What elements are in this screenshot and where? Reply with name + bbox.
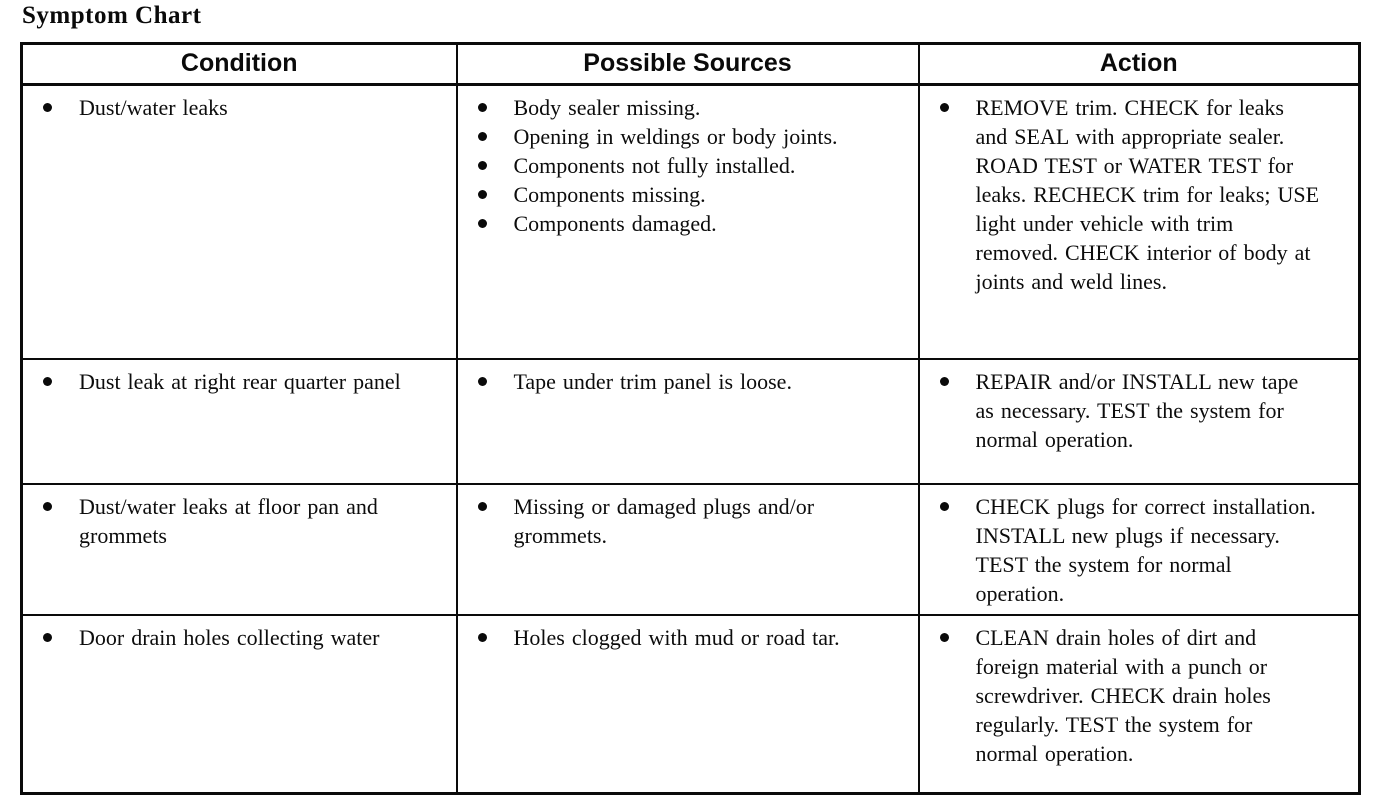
bullet-item: Tape under trim panel is loose. bbox=[458, 367, 880, 396]
condition-cell: Dust/water leaks bbox=[20, 83, 458, 360]
bullet-item: Dust/water leaks at floor pan and gromme… bbox=[23, 492, 418, 550]
sources-cell: Missing or damaged plugs and/or grommets… bbox=[455, 482, 920, 616]
bullet-list: REPAIR and/or INSTALL new tape as necess… bbox=[920, 367, 1321, 454]
bullet-list: Dust/water leaks at floor pan and gromme… bbox=[23, 492, 418, 550]
bullet-icon bbox=[477, 376, 487, 386]
sources-text: Opening in weldings or body joints. bbox=[513, 124, 838, 149]
table-row: Dust/water leaks Body sealer missing. Open… bbox=[20, 83, 1361, 360]
bullet-list: CLEAN drain holes of dirt and foreign ma… bbox=[920, 623, 1321, 768]
bullet-list: REMOVE trim. CHECK for leaks and SEAL wi… bbox=[920, 93, 1321, 296]
condition-text: Dust leak at right rear quarter panel bbox=[79, 368, 401, 394]
bullet-list: Tape under trim panel is loose. bbox=[458, 367, 880, 396]
bullet-list: CHECK plugs for correct installation. IN… bbox=[920, 492, 1321, 608]
sources-text: Components missing. bbox=[513, 182, 706, 207]
symptom-chart-table: Condition Possible Sources Action Dust/w… bbox=[20, 42, 1361, 795]
bullet-icon bbox=[477, 501, 487, 511]
bullet-item: CLEAN drain holes of dirt and foreign ma… bbox=[920, 623, 1321, 768]
condition-cell: Dust/water leaks at floor pan and gromme… bbox=[20, 482, 458, 616]
bullet-item: REMOVE trim. CHECK for leaks and SEAL wi… bbox=[920, 93, 1321, 296]
bullet-item: Components damaged. bbox=[458, 209, 880, 238]
bullet-item: Opening in weldings or body joints. bbox=[458, 122, 880, 151]
sources-text: Body sealer missing. bbox=[513, 95, 701, 120]
bullet-item: Holes clogged with mud or road tar. bbox=[458, 623, 880, 652]
action-text: REMOVE trim. CHECK for leaks and SEAL wi… bbox=[975, 95, 1320, 294]
bullet-list: Dust leak at right rear quarter panel bbox=[23, 367, 418, 396]
bullet-icon bbox=[43, 501, 52, 511]
table-header-row: Condition Possible Sources Action bbox=[20, 42, 1361, 86]
bullet-icon bbox=[939, 501, 949, 511]
condition-text: Dust/water leaks bbox=[79, 95, 228, 120]
bullet-item: Body sealer missing. bbox=[458, 93, 880, 122]
bullet-icon bbox=[43, 376, 52, 386]
action-text: CHECK plugs for correct installation. IN… bbox=[975, 493, 1316, 606]
bullet-icon bbox=[477, 132, 487, 141]
bullet-item: Dust leak at right rear quarter panel bbox=[23, 367, 418, 396]
column-header-action: Action bbox=[917, 42, 1361, 86]
action-cell: REMOVE trim. CHECK for leaks and SEAL wi… bbox=[917, 83, 1361, 360]
action-cell: REPAIR and/or INSTALL new tape as necess… bbox=[917, 357, 1361, 485]
condition-cell: Door drain holes collecting water bbox=[20, 613, 458, 795]
bullet-icon bbox=[939, 632, 949, 642]
action-cell: CHECK plugs for correct installation. IN… bbox=[917, 482, 1361, 616]
bullet-list: Dust/water leaks bbox=[23, 93, 418, 122]
bullet-icon bbox=[43, 103, 52, 112]
bullet-icon bbox=[477, 219, 487, 228]
table-body: Dust/water leaks Body sealer missing. Open… bbox=[20, 83, 1361, 795]
table-row: Door drain holes collecting water Holes c… bbox=[20, 613, 1361, 795]
action-text: REPAIR and/or INSTALL new tape as necess… bbox=[975, 368, 1299, 452]
sources-text: Tape under trim panel is loose. bbox=[513, 368, 792, 394]
sources-cell: Body sealer missing. Opening in weldings … bbox=[455, 83, 920, 360]
bullet-item: CHECK plugs for correct installation. IN… bbox=[920, 492, 1321, 608]
bullet-item: Door drain holes collecting water bbox=[23, 623, 418, 652]
bullet-item: REPAIR and/or INSTALL new tape as necess… bbox=[920, 367, 1321, 454]
bullet-icon bbox=[477, 190, 487, 199]
table-row: Dust leak at right rear quarter panel Tap… bbox=[20, 357, 1361, 485]
bullet-list: Door drain holes collecting water bbox=[23, 623, 418, 652]
condition-text: Dust/water leaks at floor pan and gromme… bbox=[79, 493, 378, 548]
condition-cell: Dust leak at right rear quarter panel bbox=[20, 357, 458, 485]
bullet-item: Dust/water leaks bbox=[23, 93, 418, 122]
sources-cell: Holes clogged with mud or road tar. bbox=[455, 613, 920, 795]
bullet-list: Holes clogged with mud or road tar. bbox=[458, 623, 880, 652]
bullet-icon bbox=[477, 161, 487, 170]
action-text: CLEAN drain holes of dirt and foreign ma… bbox=[975, 624, 1271, 766]
sources-text: Components not fully installed. bbox=[513, 153, 796, 178]
action-cell: CLEAN drain holes of dirt and foreign ma… bbox=[917, 613, 1361, 795]
table-row: Dust/water leaks at floor pan and gromme… bbox=[20, 482, 1361, 616]
bullet-item: Components not fully installed. bbox=[458, 151, 880, 180]
bullet-icon bbox=[477, 103, 487, 112]
bullet-icon bbox=[939, 376, 949, 386]
column-header-condition: Condition bbox=[20, 42, 458, 86]
bullet-item: Components missing. bbox=[458, 180, 880, 209]
sources-text: Missing or damaged plugs and/or grommets… bbox=[513, 493, 815, 548]
bullet-icon bbox=[939, 103, 949, 112]
bullet-list: Body sealer missing. Opening in weldings … bbox=[458, 93, 880, 238]
bullet-list: Missing or damaged plugs and/or grommets… bbox=[458, 492, 880, 550]
column-header-possible-sources: Possible Sources bbox=[455, 42, 920, 86]
condition-text: Door drain holes collecting water bbox=[79, 624, 380, 650]
bullet-item: Missing or damaged plugs and/or grommets… bbox=[458, 492, 880, 550]
bullet-icon bbox=[43, 632, 52, 642]
page-title: Symptom Chart bbox=[22, 2, 202, 29]
sources-cell: Tape under trim panel is loose. bbox=[455, 357, 920, 485]
sources-text: Components damaged. bbox=[513, 211, 717, 236]
sources-text: Holes clogged with mud or road tar. bbox=[513, 624, 840, 650]
bullet-icon bbox=[477, 632, 487, 642]
